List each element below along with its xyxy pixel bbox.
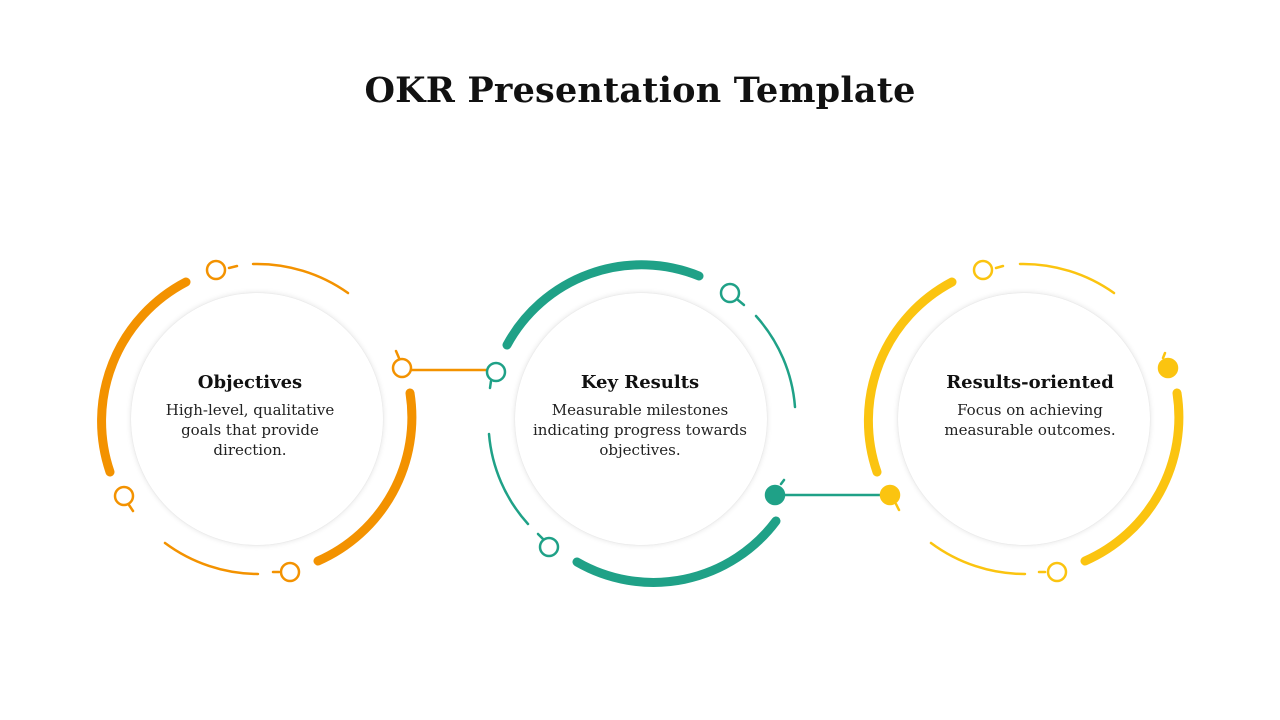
objectives-thick-arc-left xyxy=(97,277,191,477)
results-oriented-tick-left xyxy=(894,502,901,512)
key-results-thick-arc-bottom xyxy=(572,516,781,587)
key-results-tick-top xyxy=(736,298,746,307)
results-oriented-node-top xyxy=(972,259,994,281)
key-results-inner-circle xyxy=(515,293,767,545)
results-oriented-text: Results-oriented Focus on achieving meas… xyxy=(915,372,1145,440)
results-oriented-tick-top xyxy=(994,264,1005,270)
key-results-node-right xyxy=(764,484,786,506)
objectives-inner-circle xyxy=(131,293,383,545)
results-oriented-thick-arc-left xyxy=(863,277,957,477)
objectives-node-right xyxy=(391,357,413,379)
objectives-node-left xyxy=(113,485,135,507)
key-results-description: Measurable milestones indicating progres… xyxy=(533,401,747,459)
key-results-thin-arc-right xyxy=(754,314,797,409)
objectives-heading: Objectives xyxy=(197,372,303,393)
results-oriented-inner-circle xyxy=(898,293,1150,545)
results-oriented-thin-arc-top xyxy=(1018,262,1116,295)
key-results-text: Key Results Measurable milestones indica… xyxy=(525,372,755,460)
results-oriented-thick-arc-right xyxy=(1080,388,1184,566)
key-results-tick-left xyxy=(488,379,493,390)
objectives-tick-right xyxy=(394,349,401,360)
key-results-node-left xyxy=(485,361,507,383)
results-oriented-heading: Results-oriented xyxy=(946,372,1114,393)
key-results-thick-arc-top xyxy=(502,260,704,350)
objectives-tick-top xyxy=(227,264,239,270)
objectives-thin-arc-bottom xyxy=(163,541,260,576)
objectives-node-top xyxy=(205,259,227,281)
objectives-ring xyxy=(97,259,417,583)
key-results-node-bottom xyxy=(538,536,560,558)
objectives-description: High-level, qualitative goals that provi… xyxy=(165,401,335,459)
results-oriented-node-bottom xyxy=(1046,561,1068,583)
objectives-node-bottom xyxy=(279,561,301,583)
key-results-ring xyxy=(485,260,797,587)
objectives-thick-arc-right xyxy=(313,388,417,566)
objectives-tick-left xyxy=(127,503,135,513)
results-oriented-node-left xyxy=(879,484,901,506)
key-results-heading: Key Results xyxy=(580,372,700,393)
key-results-tick-right xyxy=(779,478,786,486)
results-oriented-thin-arc-bottom xyxy=(929,541,1027,576)
slide-title: OKR Presentation Template xyxy=(364,70,916,111)
results-oriented-node-right xyxy=(1157,357,1179,379)
results-oriented-tick-right xyxy=(1161,351,1167,360)
key-results-node-top xyxy=(719,282,741,304)
objectives-thin-arc-top xyxy=(251,262,350,295)
key-results-thin-arc-left xyxy=(487,432,530,526)
objectives-text: Objectives High-level, qualitative goals… xyxy=(135,372,365,460)
key-results-tick-bottom xyxy=(536,532,545,541)
results-oriented-ring xyxy=(863,259,1184,583)
results-oriented-description: Focus on achieving measurable outcomes. xyxy=(944,401,1116,439)
